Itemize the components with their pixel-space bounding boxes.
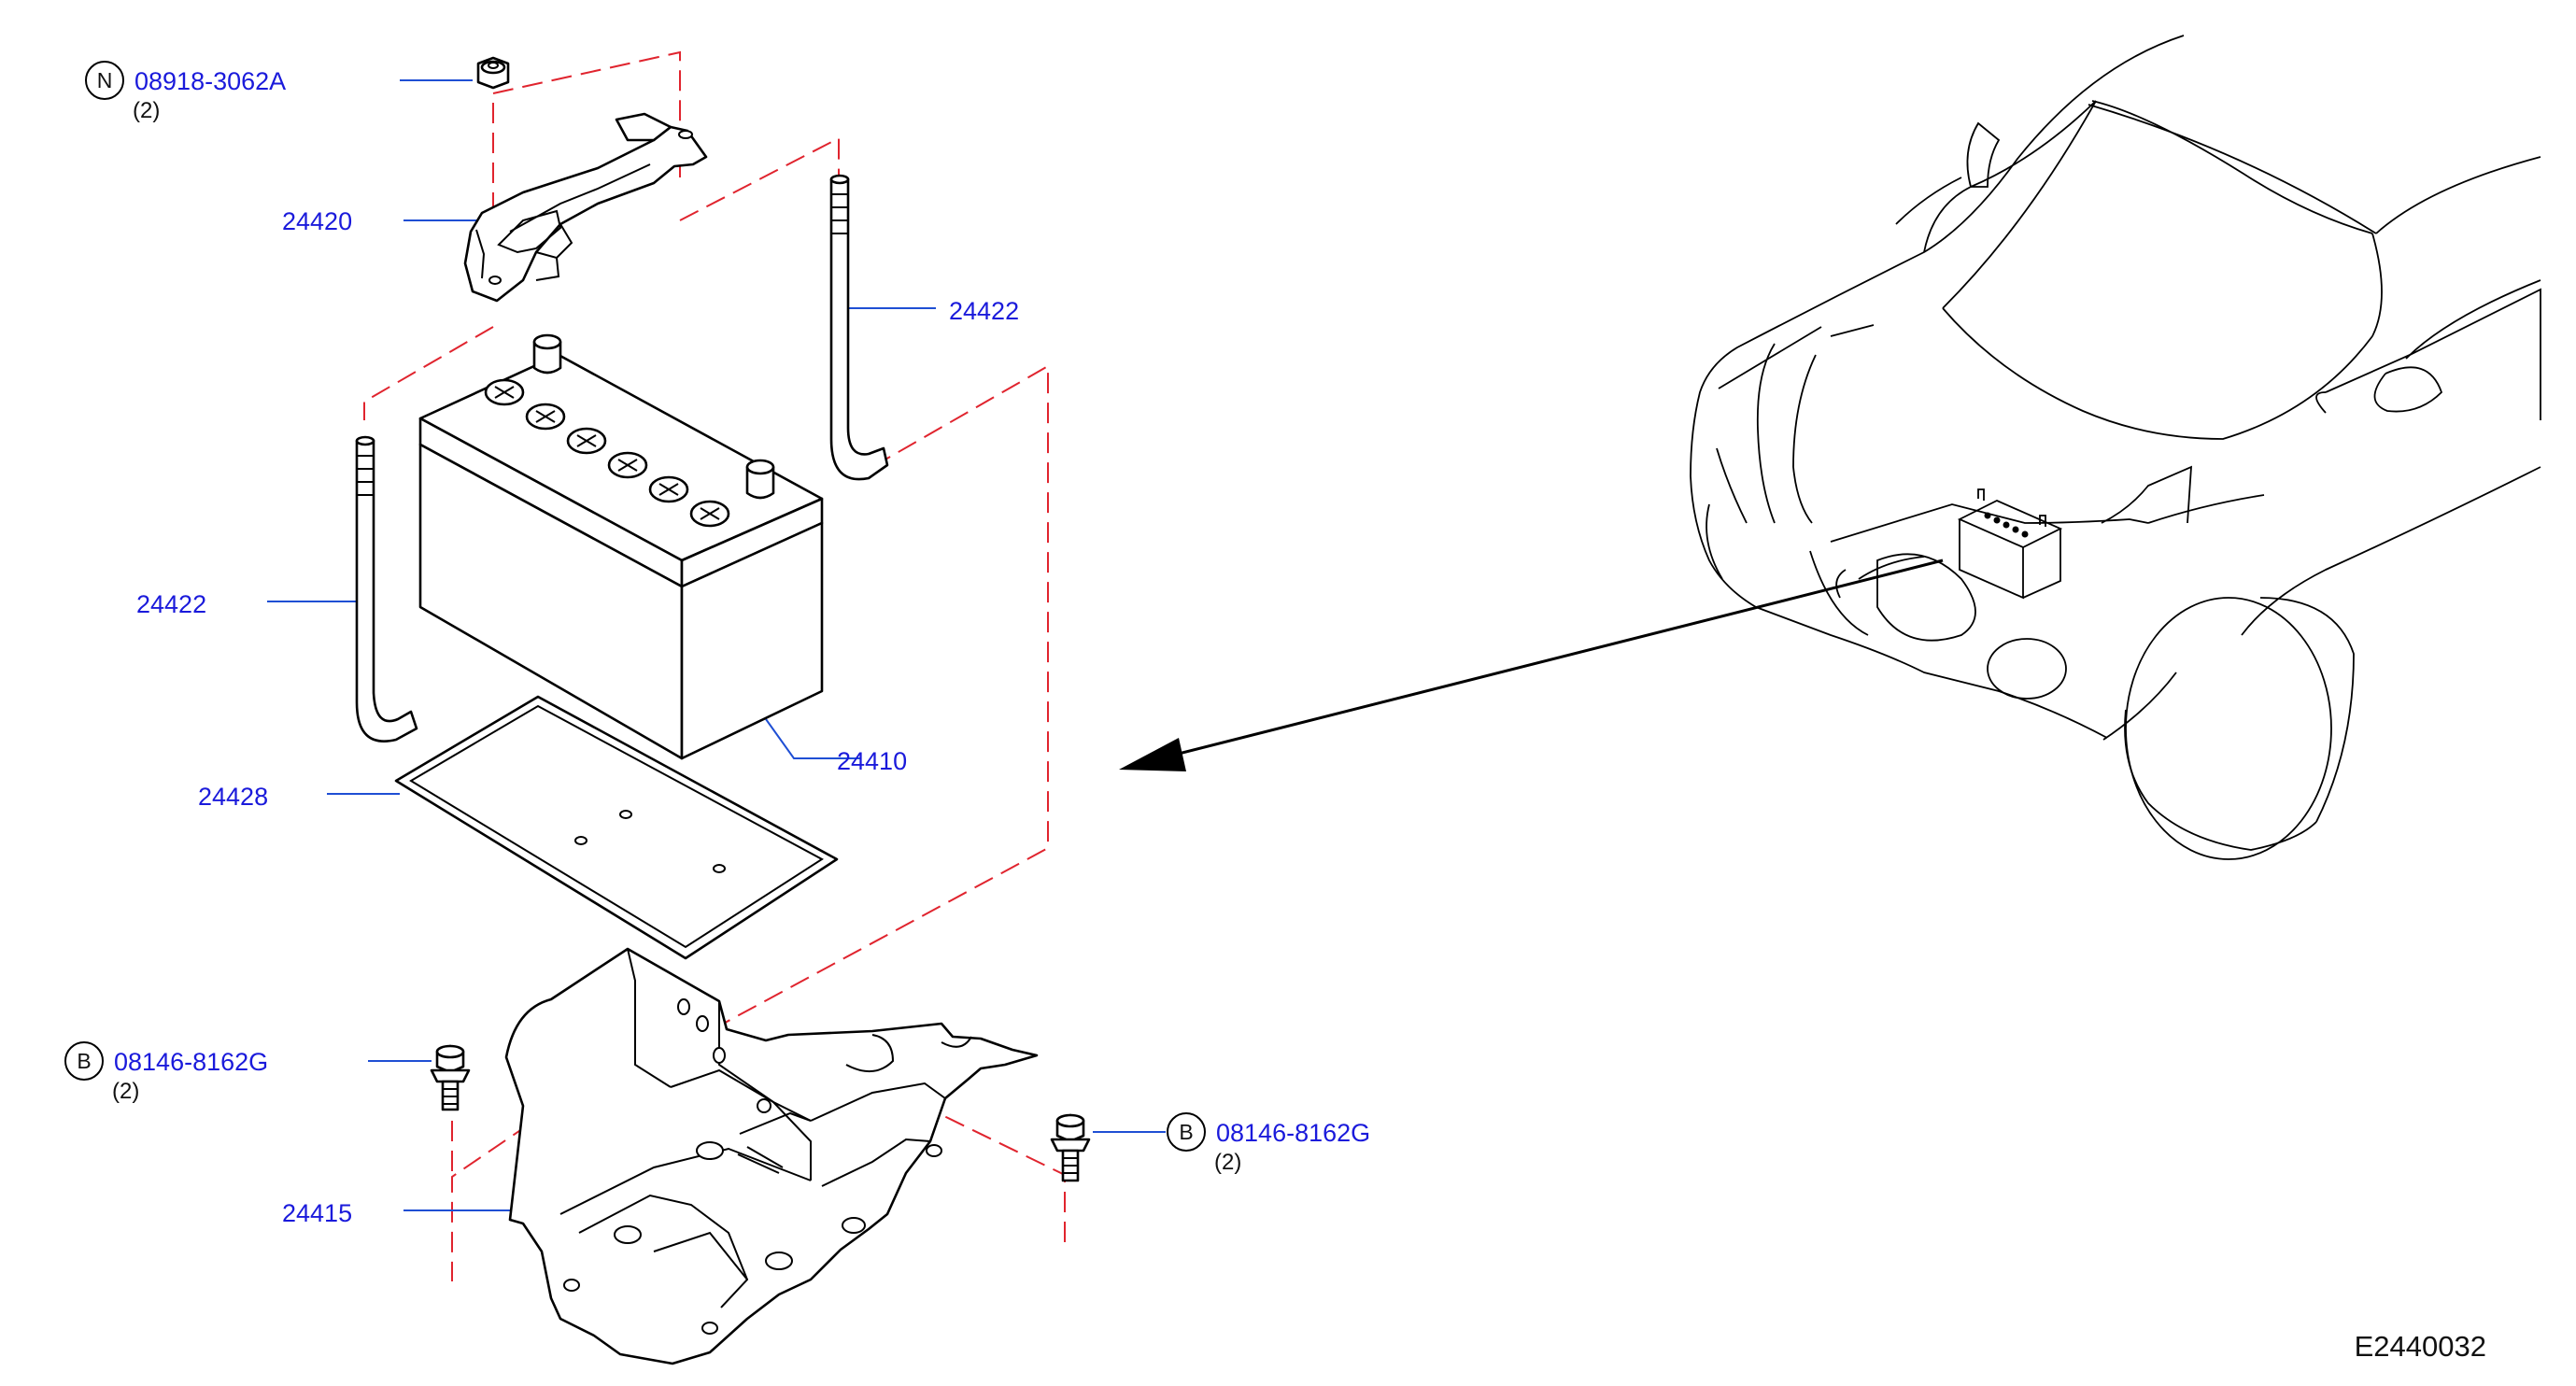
battery-icon: [418, 333, 824, 760]
nut-icon: [476, 56, 510, 90]
part-number-24422-left: 24422: [136, 590, 206, 618]
part-number-24428: 24428: [198, 783, 268, 811]
battery-rod-right-icon: [829, 174, 889, 481]
battery-bracket-icon: [504, 947, 1039, 1365]
leader-lines: [267, 79, 1166, 1211]
quantity-bolt-left: (2): [112, 1079, 139, 1104]
part-number-24422-right: 24422: [949, 297, 1019, 325]
battery-cell-caps: [484, 378, 730, 528]
battery-terminal-icon: [532, 333, 775, 500]
badge-circle-b-right: [1167, 1112, 1206, 1152]
part-number-24415: 24415: [282, 1199, 352, 1227]
part-number-24420: 24420: [282, 207, 352, 235]
quantity-nut: (2): [133, 98, 160, 123]
battery-tray-pad-icon: [394, 695, 839, 960]
callout-b-bolt-right: B 08146-8162G (2): [1167, 1112, 1370, 1175]
callout-n-nut: N 08918-3062A (2): [85, 61, 286, 123]
diagram-reference-id: E2440032: [2355, 1330, 2486, 1363]
badge-circle-b-left: [64, 1041, 104, 1081]
badge-letter-n: N: [97, 68, 113, 92]
badge-letter-b-right: B: [1179, 1120, 1193, 1144]
badge-circle-n: [85, 61, 124, 100]
bolt-right-icon: [1050, 1113, 1091, 1182]
quantity-bolt-right: (2): [1214, 1150, 1241, 1175]
part-number-08146-8162g-left: 08146-8162G: [114, 1048, 268, 1076]
locator-arrow-icon: [1119, 559, 1944, 771]
badge-letter-b-left: B: [77, 1049, 91, 1073]
vehicle-locator-icon: [1690, 35, 2541, 860]
bolt-left-icon: [430, 1044, 471, 1111]
part-number-08146-8162g-right: 08146-8162G: [1216, 1119, 1370, 1147]
part-number-08918-3062a: 08918-3062A: [134, 67, 286, 95]
part-number-24410: 24410: [837, 747, 907, 775]
callout-b-bolt-left: B 08146-8162G (2): [64, 1041, 268, 1104]
battery-frame-icon: [463, 112, 708, 303]
locator-battery-icon: [1957, 488, 2063, 600]
battery-rod-left-icon: [355, 435, 418, 742]
